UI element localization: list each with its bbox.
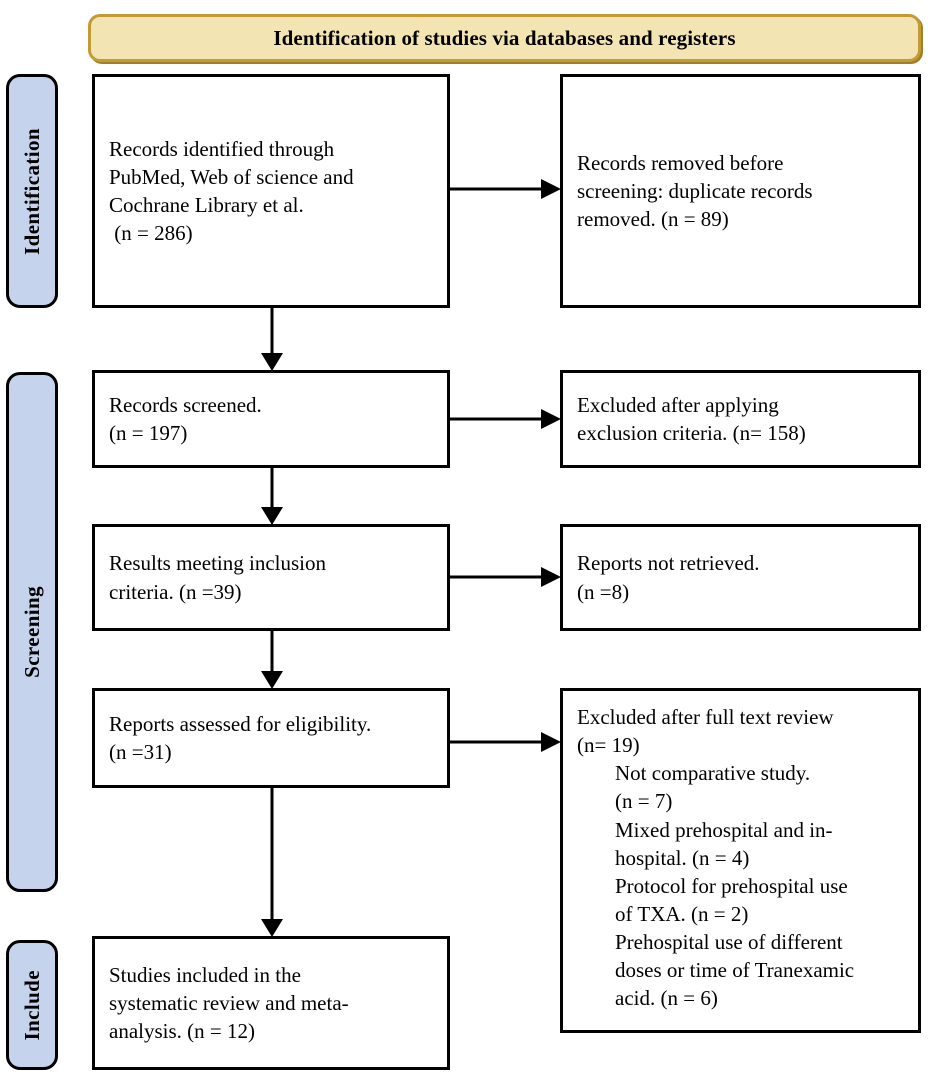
node-excluded-after-screening-text: Excluded after applying exclusion criter… xyxy=(577,392,806,445)
stage-label-screening: Screening xyxy=(6,372,58,892)
node-excluded-after-full-text-head: Excluded after full text review (n= 19) xyxy=(577,705,834,758)
node-records-removed-text: Records removed before screening: duplic… xyxy=(577,150,813,232)
stage-label-identification: Identification xyxy=(6,74,58,308)
arrow-assessed-to-excluded-full xyxy=(449,729,563,755)
arrow-results-to-assessed xyxy=(256,628,288,691)
arrow-results-to-not-retrieved xyxy=(449,564,563,590)
node-excluded-after-full-text: Excluded after full text review (n= 19) … xyxy=(560,688,921,1033)
stage-label-include-text: Include xyxy=(19,969,44,1041)
node-records-screened-text: Records screened. (n = 197) xyxy=(109,392,262,445)
diagram-header-banner: Identification of studies via databases … xyxy=(88,14,921,62)
stage-label-include: Include xyxy=(6,940,58,1070)
node-results-meeting-inclusion: Results meeting inclusion criteria. (n =… xyxy=(92,524,450,631)
node-records-identified-text: Records identified through PubMed, Web o… xyxy=(109,136,354,246)
arrow-identified-to-screened xyxy=(256,305,288,373)
node-records-removed: Records removed before screening: duplic… xyxy=(560,74,921,308)
arrow-identified-to-removed xyxy=(449,176,563,202)
node-reports-not-retrieved: Reports not retrieved. (n =8) xyxy=(560,524,921,631)
stage-label-screening-text: Screening xyxy=(19,586,44,678)
node-reports-not-retrieved-text: Reports not retrieved. (n =8) xyxy=(577,551,760,604)
node-studies-included: Studies included in the systematic revie… xyxy=(92,936,450,1070)
arrow-screened-to-excluded xyxy=(449,406,563,432)
node-excluded-after-full-text-items: Not comparative study. (n = 7) Mixed pre… xyxy=(615,761,855,1011)
node-records-screened: Records screened. (n = 197) xyxy=(92,370,450,468)
arrow-screened-to-results xyxy=(256,465,288,527)
node-studies-included-text: Studies included in the systematic revie… xyxy=(109,962,349,1044)
node-reports-assessed: Reports assessed for eligibility. (n =31… xyxy=(92,688,450,788)
node-results-meeting-inclusion-text: Results meeting inclusion criteria. (n =… xyxy=(109,551,326,604)
stage-label-identification-text: Identification xyxy=(19,127,44,255)
node-reports-assessed-text: Reports assessed for eligibility. (n =31… xyxy=(109,711,372,764)
node-excluded-after-screening: Excluded after applying exclusion criter… xyxy=(560,370,921,468)
arrow-assessed-to-included xyxy=(256,786,288,939)
node-records-identified: Records identified through PubMed, Web o… xyxy=(92,74,450,308)
diagram-title: Identification of studies via databases … xyxy=(273,25,736,50)
